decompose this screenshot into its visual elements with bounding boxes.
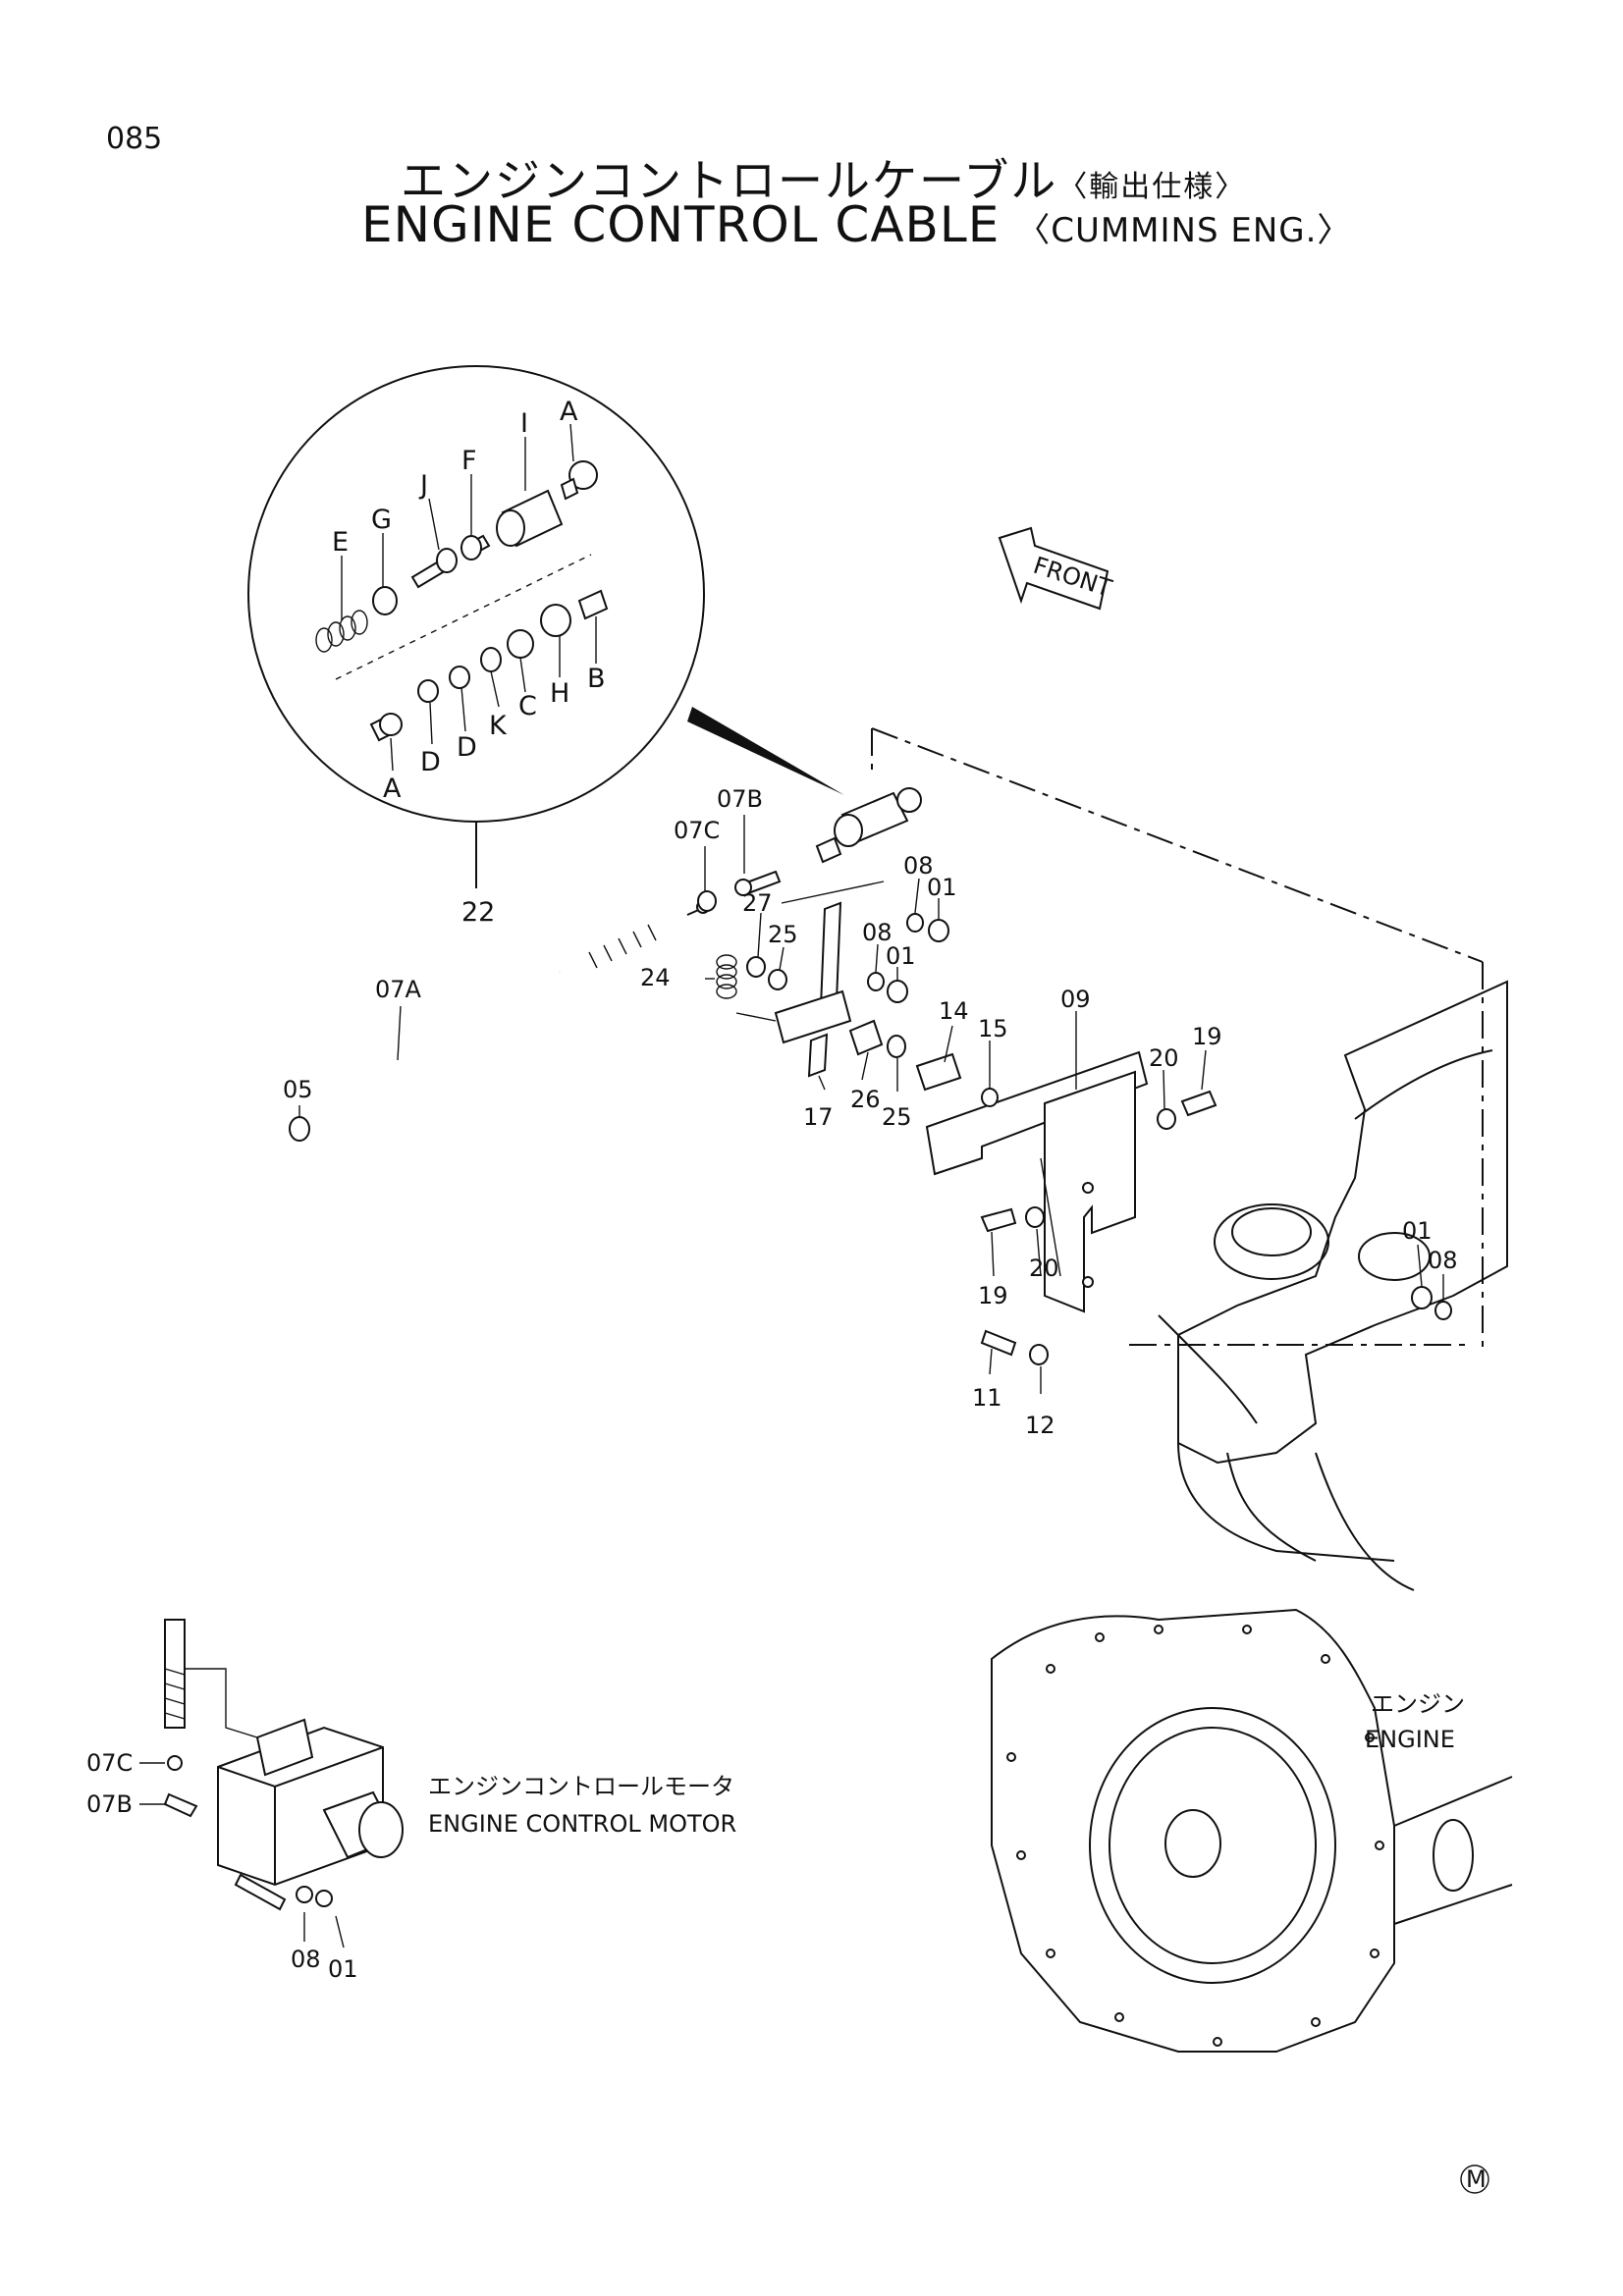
part-label-07c-bottom: 07C (86, 1749, 133, 1777)
part-label-24: 24 (640, 964, 671, 991)
detail-label-f: F (461, 446, 477, 476)
part-label-07b-top: 07B (717, 785, 763, 813)
corner-mark-letter: M (1466, 2165, 1487, 2193)
detail-label-e: E (332, 527, 349, 558)
linkage-assembly (697, 787, 949, 1078)
detail-label-a-bottom: A (383, 774, 402, 804)
part-label-20-lower: 20 (1029, 1255, 1059, 1282)
engine-control-motor (185, 1668, 404, 1911)
part-label-19-upper: 19 (1192, 1023, 1222, 1050)
reference-lines (871, 727, 1484, 1355)
detail-label-k: K (489, 711, 508, 741)
control-cable (163, 900, 710, 1818)
engine-label-en: ENGINE (1365, 1726, 1455, 1753)
title-en-text: ENGINE CONTROL CABLE (361, 196, 1001, 253)
engine-block (991, 980, 1513, 2053)
part-label-27: 27 (742, 889, 773, 917)
title-en-note: 〈CUMMINS ENG.〉 (1016, 211, 1352, 250)
part-callouts: 07B 07C 08 01 27 25 08 01 24 14 09 15 19… (86, 785, 1458, 1983)
part-label-19-lower: 19 (978, 1282, 1008, 1309)
engine-control-motor-label-jp: エンジンコントロールモータ (428, 1773, 734, 1800)
page-number: 085 (106, 122, 163, 156)
engine-control-motor-label-en: ENGINE CONTROL MOTOR (428, 1810, 736, 1838)
page-title-en: ENGINE CONTROL CABLE 〈CUMMINS ENG.〉 (361, 196, 1351, 253)
detail-label-j: J (418, 470, 428, 501)
detail-label-h: H (550, 678, 569, 709)
part-label-01-engine: 01 (1402, 1217, 1433, 1245)
part-label-15: 15 (978, 1015, 1008, 1042)
engine-label-jp: エンジン (1371, 1690, 1465, 1718)
page-title-jp: エンジンコントロールケーブル〈輸出仕様〉 (401, 145, 1246, 210)
part-label-17: 17 (803, 1103, 834, 1131)
detail-label-d1: D (457, 732, 477, 763)
part-label-07a: 07A (375, 976, 422, 1003)
part-label-26: 26 (850, 1086, 881, 1113)
detail-label-c: C (518, 691, 537, 721)
title-jp-text: エンジンコントロールケーブル (401, 154, 1058, 207)
detail-label-i: I (520, 408, 528, 439)
bracket-09 (915, 1050, 1217, 1365)
part-label-07b-bottom: 07B (86, 1790, 133, 1818)
part-label-11: 11 (972, 1384, 1002, 1412)
detail-label-a-top: A (560, 397, 578, 427)
title-jp-note: 〈輸出仕様〉 (1057, 170, 1247, 204)
detail-callout-22: 22 (461, 897, 495, 928)
part-label-01-middle: 01 (886, 942, 916, 970)
part-label-05: 05 (283, 1076, 313, 1103)
part-label-08-bottom: 08 (291, 1946, 321, 1973)
part-label-01-upper: 01 (927, 874, 957, 901)
part-label-09: 09 (1060, 986, 1091, 1013)
detail-label-d2: D (420, 747, 441, 777)
detail-view: A I F J G E B H C K D D A 22 (247, 365, 844, 928)
part-label-01-bottom: 01 (328, 1955, 358, 1983)
part-label-07c-top: 07C (674, 817, 720, 844)
corner-mark-icon: M (1460, 2164, 1489, 2194)
front-arrow-icon: FRONT (998, 526, 1115, 611)
part-label-08-upper: 08 (903, 852, 934, 880)
part-label-08-middle: 08 (862, 919, 893, 946)
part-label-25-upper: 25 (768, 921, 798, 948)
part-label-20-upper: 20 (1149, 1044, 1179, 1072)
part-label-12: 12 (1025, 1412, 1055, 1439)
part-label-08-engine: 08 (1428, 1247, 1458, 1274)
detail-label-b: B (587, 664, 606, 694)
part-label-14: 14 (939, 997, 969, 1025)
part-label-25-lower: 25 (882, 1103, 912, 1131)
detail-label-g: G (371, 505, 392, 535)
